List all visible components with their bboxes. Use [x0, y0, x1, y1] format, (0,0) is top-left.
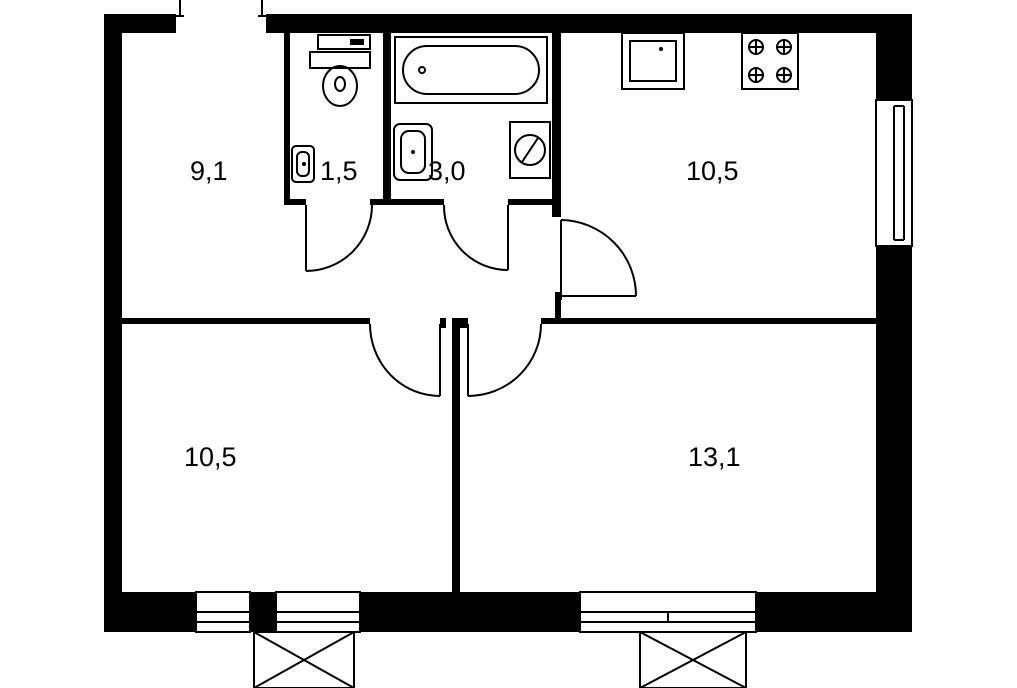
interior-doors — [305, 204, 637, 397]
bedroom-door — [369, 323, 441, 397]
washing-machine-icon — [509, 121, 551, 179]
toilet-door — [305, 204, 373, 272]
stove-icon — [741, 32, 799, 90]
living-room-window — [579, 591, 757, 633]
toilet-sink-icon — [291, 145, 315, 183]
kitchen-area-label: 10,5 — [686, 156, 739, 186]
bathroom-sink-icon — [393, 123, 433, 181]
bathroom-fixtures — [393, 36, 551, 181]
balcony-left — [253, 631, 355, 688]
outer-walls — [104, 14, 912, 632]
kitchen-window — [875, 99, 913, 247]
bedroom-area-label: 10,5 — [184, 442, 237, 472]
water-heater-icon — [317, 34, 371, 50]
living-room-door — [467, 323, 542, 397]
interior-walls — [122, 33, 876, 592]
bedroom-window-1 — [195, 591, 251, 633]
kitchen-fixtures — [621, 32, 799, 90]
kitchen-sink-icon — [621, 32, 685, 90]
bathroom-area-label: 3,0 — [428, 156, 466, 186]
bedroom-window-2 — [275, 591, 361, 633]
room-labels: 9,1 1,5 3,0 10,5 10,5 13,1 — [184, 156, 741, 472]
entrance-door — [176, 0, 266, 17]
windows — [195, 99, 913, 633]
kitchen-door — [560, 219, 637, 300]
hall-area-label: 9,1 — [190, 156, 228, 186]
balcony-right — [639, 631, 747, 688]
toilet-area-label: 1,5 — [320, 156, 358, 186]
toilet-icon — [309, 51, 371, 107]
toilet-fixtures — [291, 34, 371, 183]
bathtub-icon — [394, 36, 548, 104]
living-room-area-label: 13,1 — [688, 442, 741, 472]
balconies — [253, 631, 747, 688]
bathroom-door — [442, 204, 509, 271]
